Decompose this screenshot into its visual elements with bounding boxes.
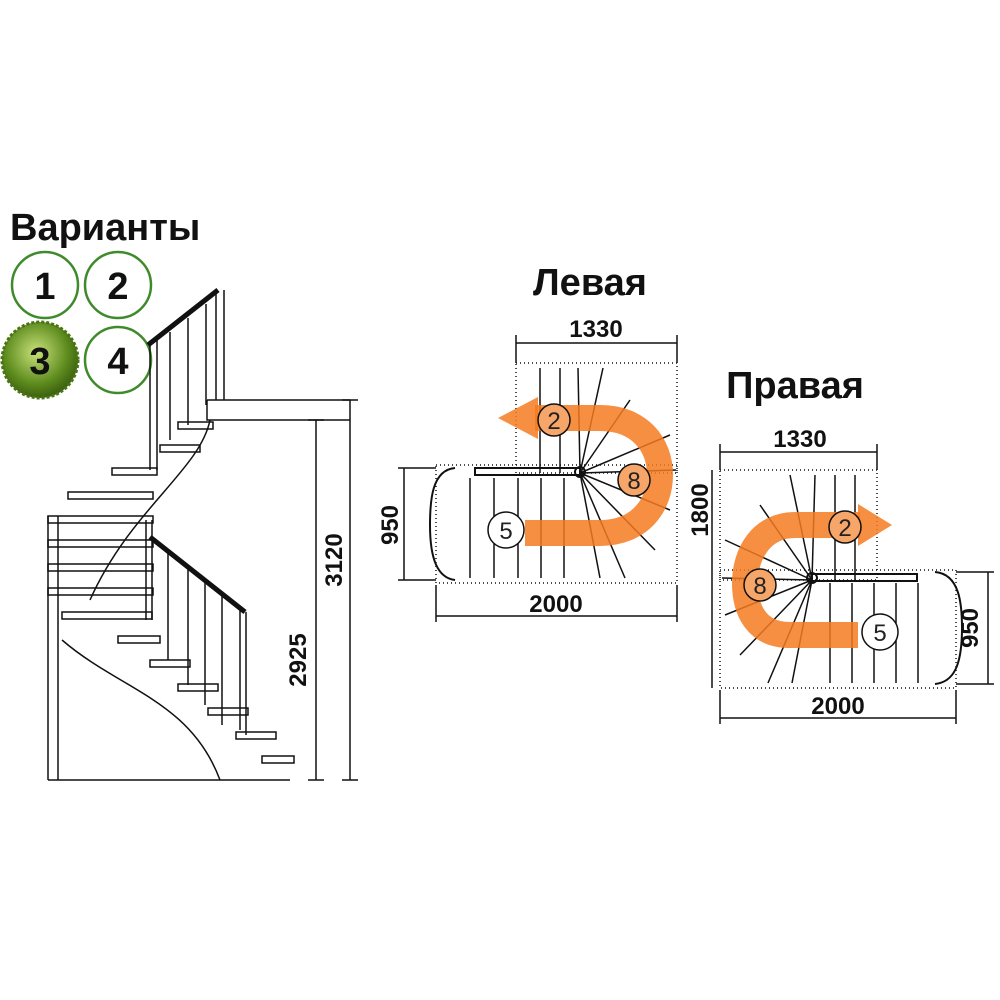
variant-4-label: 4 bbox=[107, 341, 128, 383]
staircase-elevation bbox=[47, 288, 358, 781]
variant-1-button[interactable]: 1 bbox=[10, 250, 80, 320]
right-plan-dim-1330: 1330 bbox=[773, 426, 826, 453]
right-plan-dim-950: 950 bbox=[957, 608, 984, 648]
svg-text:2: 2 bbox=[838, 515, 851, 542]
right-plan-step-count-5: 5 bbox=[861, 613, 899, 651]
height-dimension-3120: 3120 bbox=[321, 533, 348, 586]
height-dimension-2925: 2925 bbox=[285, 633, 312, 686]
variant-4-button[interactable]: 4 bbox=[83, 325, 153, 395]
left-plan-dim-2000: 2000 bbox=[529, 591, 582, 618]
left-plan-step-count-5: 5 bbox=[487, 511, 525, 549]
right-plan-title: Правая bbox=[726, 365, 864, 407]
right-plan-step-count-8: 8 bbox=[743, 568, 777, 602]
variant-1-label: 1 bbox=[34, 266, 55, 308]
svg-text:2: 2 bbox=[547, 408, 560, 435]
svg-text:5: 5 bbox=[873, 620, 886, 647]
left-plan-dim-1330: 1330 bbox=[569, 316, 622, 343]
right-plan-step-count-2: 2 bbox=[828, 510, 862, 544]
left-plan-dim-950: 950 bbox=[377, 505, 404, 545]
left-plan-arrow-head bbox=[498, 397, 538, 439]
variant-2-button[interactable]: 2 bbox=[83, 250, 153, 320]
svg-text:8: 8 bbox=[753, 573, 766, 600]
variant-3-button[interactable]: 3 bbox=[0, 320, 80, 400]
svg-text:5: 5 bbox=[499, 518, 512, 545]
variant-2-label: 2 bbox=[107, 266, 128, 308]
right-plan-dim-2000: 2000 bbox=[811, 693, 864, 720]
variants-title: Варианты bbox=[10, 207, 200, 249]
svg-text:8: 8 bbox=[627, 468, 640, 495]
left-plan-title: Левая bbox=[533, 262, 647, 304]
variant-3-label: 3 bbox=[29, 341, 50, 383]
left-plan-step-count-2: 2 bbox=[537, 403, 571, 437]
left-plan-dim-1800: 1800 bbox=[687, 483, 714, 536]
right-plan-arrow-head bbox=[858, 504, 892, 546]
left-plan-step-count-8: 8 bbox=[617, 463, 651, 497]
left-plan-direction-arrow bbox=[525, 405, 674, 546]
